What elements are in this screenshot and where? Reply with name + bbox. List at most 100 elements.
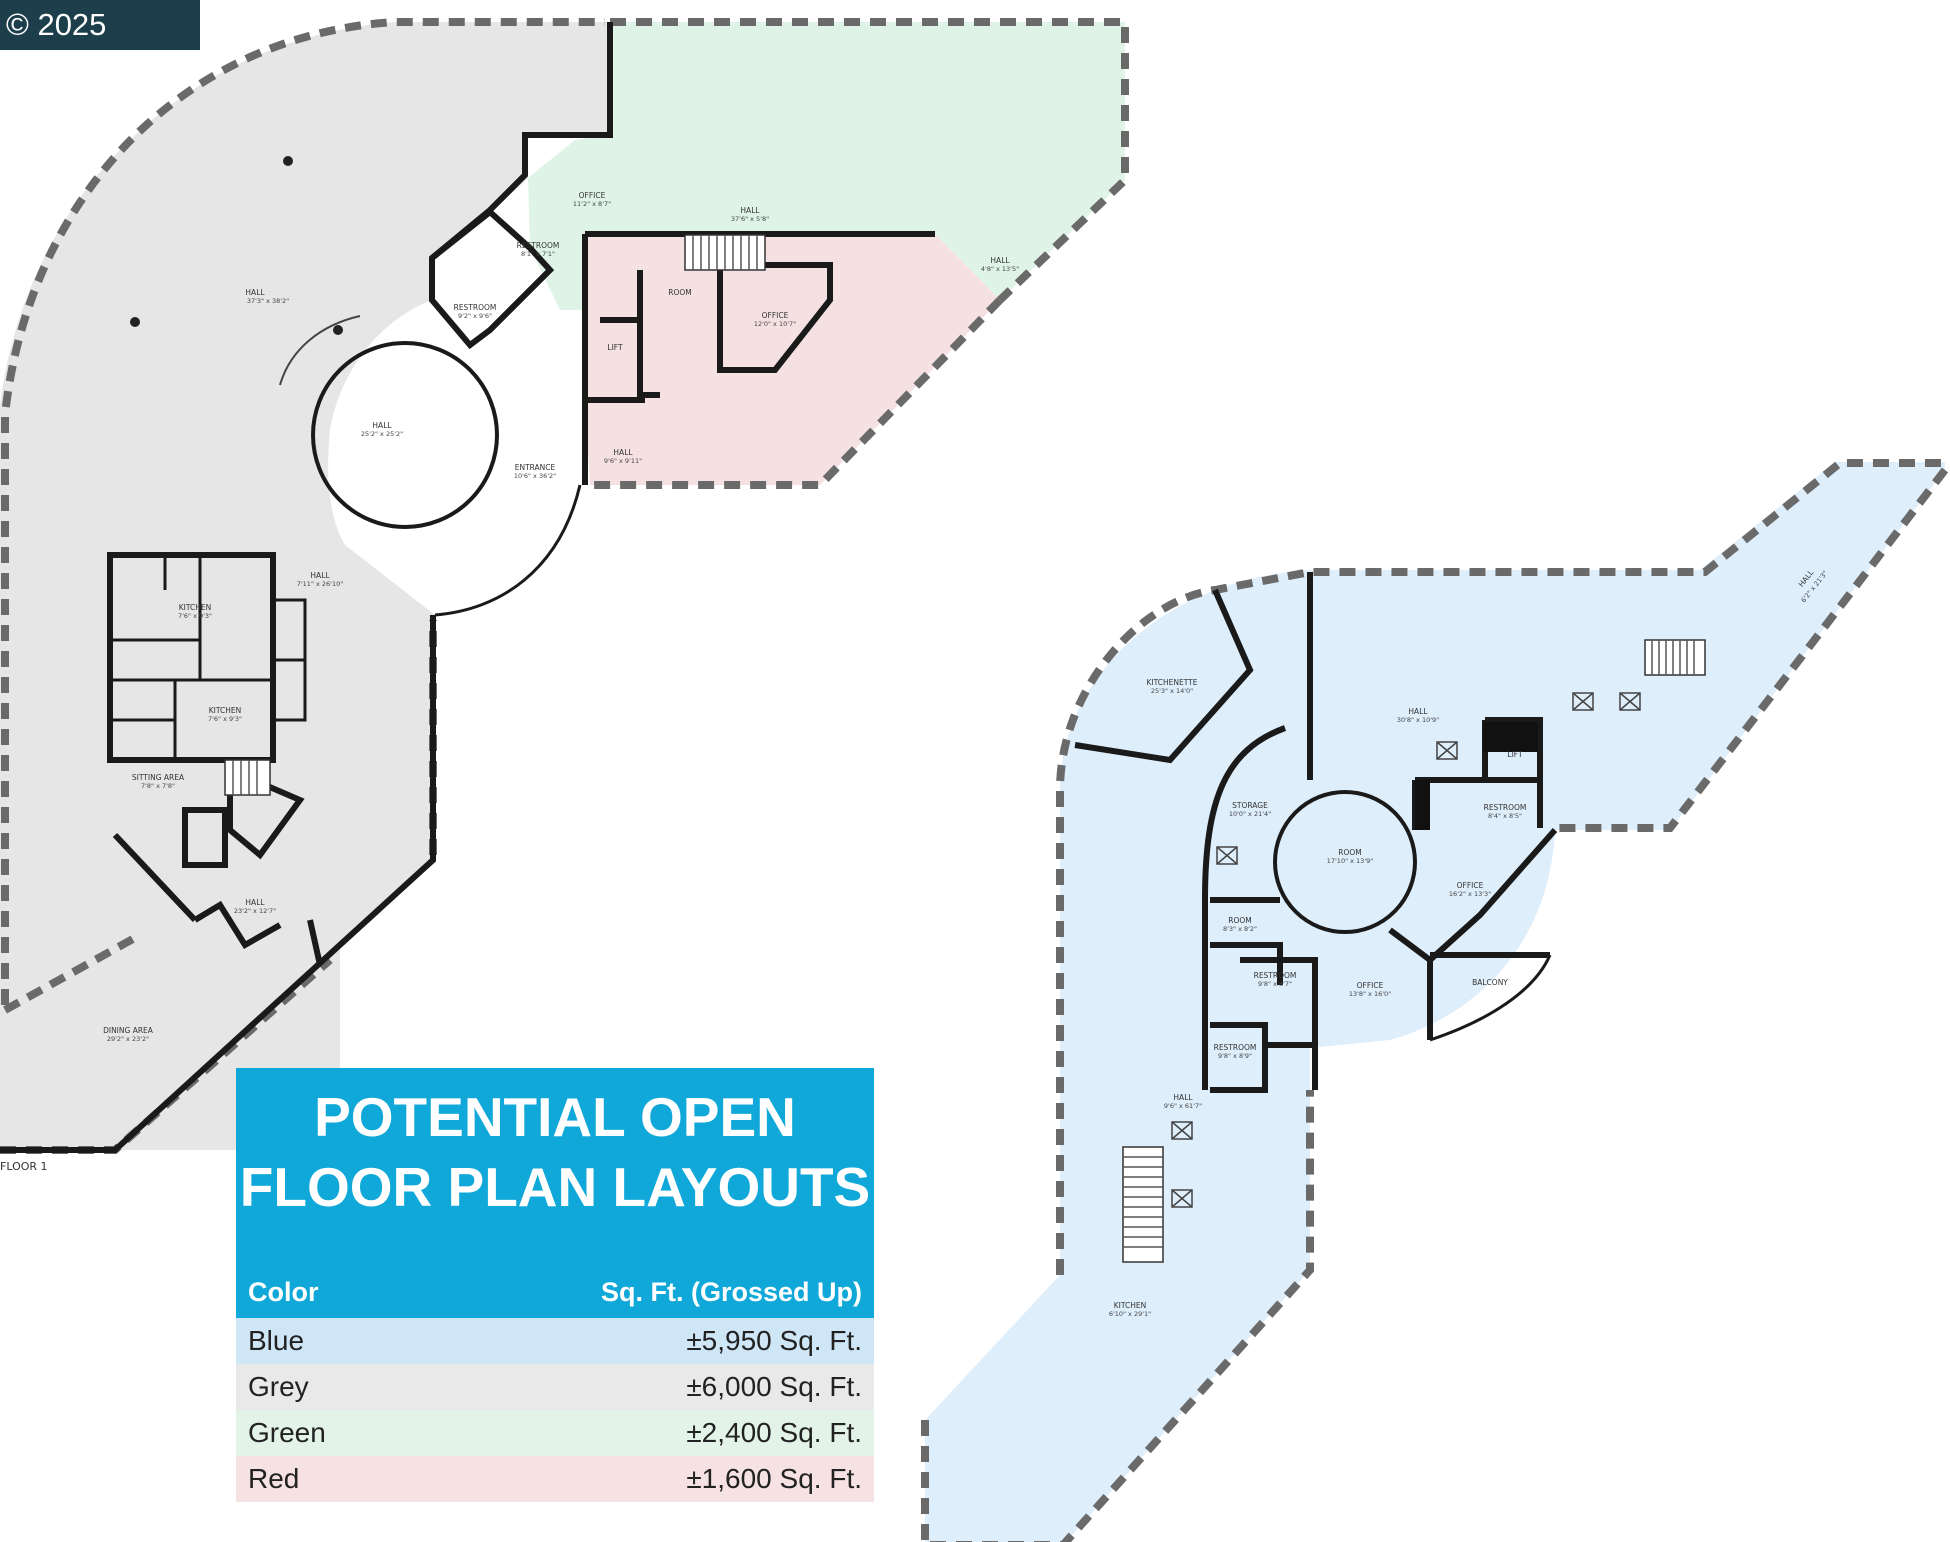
room-dim: 9'6" x 9'11" bbox=[604, 457, 642, 465]
column bbox=[283, 156, 293, 166]
legend-row-grey: Grey ±6,000 Sq. Ft. bbox=[236, 1364, 874, 1410]
room-dim: 11'2" x 8'7" bbox=[573, 200, 611, 208]
room-label: HALL bbox=[245, 898, 265, 907]
room-label: RESTROOM bbox=[1254, 971, 1297, 980]
room-label: OFFICE bbox=[1457, 881, 1484, 890]
legend-row-name: Blue bbox=[248, 1325, 305, 1356]
lift-core bbox=[1483, 722, 1538, 752]
legend-col-sqft: Sq. Ft. (Grossed Up) bbox=[600, 1277, 862, 1307]
legend-title: POTENTIAL OPEN FLOOR PLAN LAYOUTS bbox=[236, 1068, 874, 1222]
blue-outer-wall bbox=[921, 459, 1949, 1542]
room-label: KITCHEN bbox=[179, 603, 212, 612]
inner-curve-wall bbox=[1202, 725, 1287, 1090]
room-label: HALL bbox=[1408, 707, 1428, 716]
red-zone bbox=[585, 234, 1000, 485]
rotunda-arc bbox=[279, 315, 361, 386]
room-dim: 30'8" x 10'9" bbox=[1397, 716, 1439, 724]
room-label: LIFT bbox=[607, 343, 623, 352]
room-dim: 7'8" x 7'8" bbox=[141, 782, 175, 790]
room-dim: 25'2" x 25'2" bbox=[361, 430, 403, 438]
room-dim: 12'0" x 10'7" bbox=[754, 320, 796, 328]
legend-title-line1: POTENTIAL OPEN bbox=[314, 1086, 796, 1148]
legend-row-value: ±6,000 Sq. Ft. bbox=[686, 1371, 862, 1402]
core-block bbox=[107, 552, 276, 763]
room-dim: 10'6" x 36'2" bbox=[514, 472, 556, 480]
room-dim: 6'10" x 29'1" bbox=[1109, 1310, 1151, 1318]
room-dim: 7'11" x 26'10" bbox=[297, 580, 343, 588]
room-label: RESTROOM bbox=[1484, 803, 1527, 812]
upper-stairs bbox=[684, 234, 766, 271]
column bbox=[333, 325, 343, 335]
room-label: HALL bbox=[740, 206, 760, 215]
room-dim: 7'6" x 9'3" bbox=[208, 715, 242, 723]
room-label: OFFICE bbox=[1357, 981, 1384, 990]
legend-row-value: ±5,950 Sq. Ft. bbox=[686, 1325, 862, 1356]
legend-col-color: Color bbox=[248, 1277, 319, 1307]
room-dim: 29'2" x 23'2" bbox=[107, 1035, 149, 1043]
legend-header: POTENTIAL OPEN FLOOR PLAN LAYOUTS bbox=[236, 1068, 874, 1268]
copyright-text: © 2025 CCAR bbox=[6, 7, 107, 92]
room-label: KITCHENETTE bbox=[1146, 678, 1197, 687]
room-label: OFFICE bbox=[579, 191, 606, 200]
room-label: KITCHEN bbox=[1114, 1301, 1147, 1310]
floor-label: FLOOR 1 bbox=[0, 1160, 48, 1173]
column bbox=[130, 317, 140, 327]
room-dim: 13'8" x 16'0" bbox=[1349, 990, 1391, 998]
room-label: SITTING AREA bbox=[132, 773, 185, 782]
room-label: RESTROOM bbox=[517, 241, 560, 250]
upper-restroom-block bbox=[429, 208, 555, 350]
room-label: BALCONY bbox=[1472, 978, 1508, 987]
blue-stairs-upper bbox=[1644, 639, 1706, 676]
rotunda-wall bbox=[311, 341, 499, 529]
room-dim: 37'6" x 5'8" bbox=[731, 215, 769, 223]
blue-round-room bbox=[1273, 790, 1417, 934]
blue-core-walls bbox=[1210, 828, 1558, 1093]
room-label: STORAGE bbox=[1232, 801, 1268, 810]
legend-row-value: ±2,400 Sq. Ft. bbox=[686, 1417, 862, 1448]
green-zone bbox=[528, 22, 1125, 310]
copyright-badge: © 2025 CCAR bbox=[0, 0, 200, 92]
room-dim: 7'6" x 9'3" bbox=[178, 612, 212, 620]
balcony-arc bbox=[1429, 954, 1552, 1042]
dining-wall bbox=[112, 832, 323, 966]
legend-column-headers: Color Sq. Ft. (Grossed Up) bbox=[236, 1268, 874, 1318]
room-label: HALL bbox=[310, 571, 330, 580]
legend-row-name: Green bbox=[248, 1417, 326, 1448]
room-dim: 8'4" x 8'5" bbox=[1488, 812, 1522, 820]
room-label: HALL bbox=[372, 421, 392, 430]
room-label: ROOM bbox=[1228, 916, 1252, 925]
room-label: RESTROOM bbox=[1214, 1043, 1257, 1052]
room-label: ROOM bbox=[668, 288, 692, 297]
room-dim: 8'3" x 8'2" bbox=[1223, 925, 1257, 933]
room-label: LIFT bbox=[1507, 750, 1523, 759]
room-dim: 10'0" x 21'4" bbox=[1229, 810, 1271, 818]
room-label: RESTROOM bbox=[454, 303, 497, 312]
room-dim: 9'2" x 9'6" bbox=[458, 312, 492, 320]
legend-row-blue: Blue ±5,950 Sq. Ft. bbox=[236, 1318, 874, 1364]
room-label: ENTRANCE bbox=[515, 463, 556, 472]
green-outer-wall bbox=[610, 18, 1129, 303]
central-walls bbox=[429, 22, 935, 485]
room-dim: 23'2" x 12'7" bbox=[234, 907, 276, 915]
room-label: ROOM bbox=[1338, 848, 1362, 857]
room-label: KITCHEN bbox=[209, 706, 242, 715]
shaft bbox=[1415, 780, 1430, 830]
blue-inner-walls bbox=[1074, 572, 1543, 830]
room-label: HALL bbox=[1173, 1093, 1193, 1102]
stair-block bbox=[182, 765, 305, 868]
legend-row-red: Red ±1,600 Sq. Ft. bbox=[236, 1456, 874, 1502]
room-label: HALL bbox=[990, 256, 1010, 265]
grey-outer-wall bbox=[1, 18, 605, 1005]
grey-zone bbox=[0, 22, 610, 1150]
blue-zone bbox=[925, 462, 1945, 1542]
legend-row-value: ±1,600 Sq. Ft. bbox=[686, 1463, 862, 1494]
room-label: HALL bbox=[613, 448, 633, 457]
legend-table: POTENTIAL OPEN FLOOR PLAN LAYOUTS Color … bbox=[236, 1068, 874, 1502]
blue-stairs-lower bbox=[1122, 1146, 1164, 1263]
grey-east-wall bbox=[0, 615, 436, 1153]
entrance-area bbox=[476, 310, 585, 485]
legend-row-name: Grey bbox=[248, 1371, 309, 1402]
entrance-arc bbox=[434, 484, 582, 617]
vent-marks bbox=[1171, 692, 1641, 1208]
